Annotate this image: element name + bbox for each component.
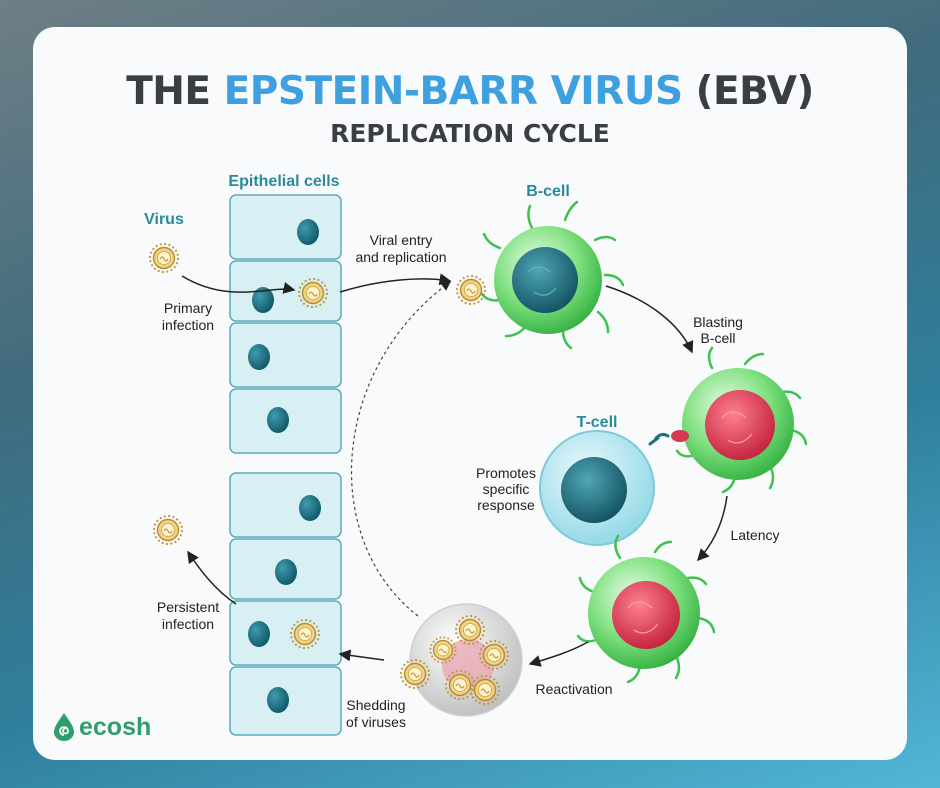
label-reactivation: Reactivation <box>535 681 612 697</box>
label-primary-1: Primary <box>164 300 212 316</box>
subtitle: REPLICATION CYCLE <box>330 119 610 148</box>
entering-virus-icon <box>456 275 486 305</box>
blasting-b-cell <box>671 346 808 494</box>
label-promotes-3: response <box>477 497 535 513</box>
logo-text: ecosh <box>79 712 152 741</box>
label-primary-2: infection <box>162 317 214 333</box>
b-cell <box>480 200 625 350</box>
persistent-arrow <box>187 550 237 605</box>
label-blasting-1: Blasting <box>693 314 743 330</box>
label-viral-entry-2: and replication <box>355 249 446 265</box>
label-blasting-2: B-cell <box>700 330 735 346</box>
title-part1: THE <box>126 69 211 114</box>
virus-icon <box>149 243 179 273</box>
label-shedding-2: of viruses <box>346 714 406 730</box>
label-virus: Virus <box>144 211 184 228</box>
blasting-arrow <box>605 285 694 354</box>
latency-arrow <box>696 495 728 562</box>
reinfection-dashed-arrow <box>350 281 451 617</box>
t-cell <box>539 430 670 546</box>
shedding-arrow <box>338 649 385 662</box>
ecosh-logo: ecosh <box>52 712 151 742</box>
title: THE EPSTEIN-BARR VIRUS (EBV) <box>33 69 907 114</box>
title-highlight: EPSTEIN-BARR VIRUS <box>223 69 683 114</box>
label-promotes-2: specific <box>483 481 530 497</box>
label-latency: Latency <box>730 527 779 543</box>
lytic-cell <box>400 603 523 717</box>
label-epithelial: Epithelial cells <box>228 173 339 190</box>
label-tcell: T-cell <box>577 414 618 431</box>
label-persistent-1: Persistent <box>157 599 219 615</box>
label-promotes-1: Promotes <box>476 465 536 481</box>
epithelial-stack-upper <box>229 194 342 454</box>
primary-infection-arrow <box>181 275 296 294</box>
label-persistent-2: infection <box>162 616 214 632</box>
label-viral-entry-1: Viral entry <box>370 232 433 248</box>
released-virus-icon <box>153 515 183 545</box>
latent-b-cell <box>576 534 716 684</box>
epithelial-stack-lower <box>229 472 342 736</box>
reactivation-arrow <box>528 641 589 667</box>
label-shedding-1: Shedding <box>346 697 405 713</box>
drop-spiral-icon <box>54 713 74 741</box>
viral-entry-arrow <box>339 273 452 293</box>
title-part3: (EBV) <box>695 69 815 114</box>
label-bcell: B-cell <box>526 183 570 200</box>
